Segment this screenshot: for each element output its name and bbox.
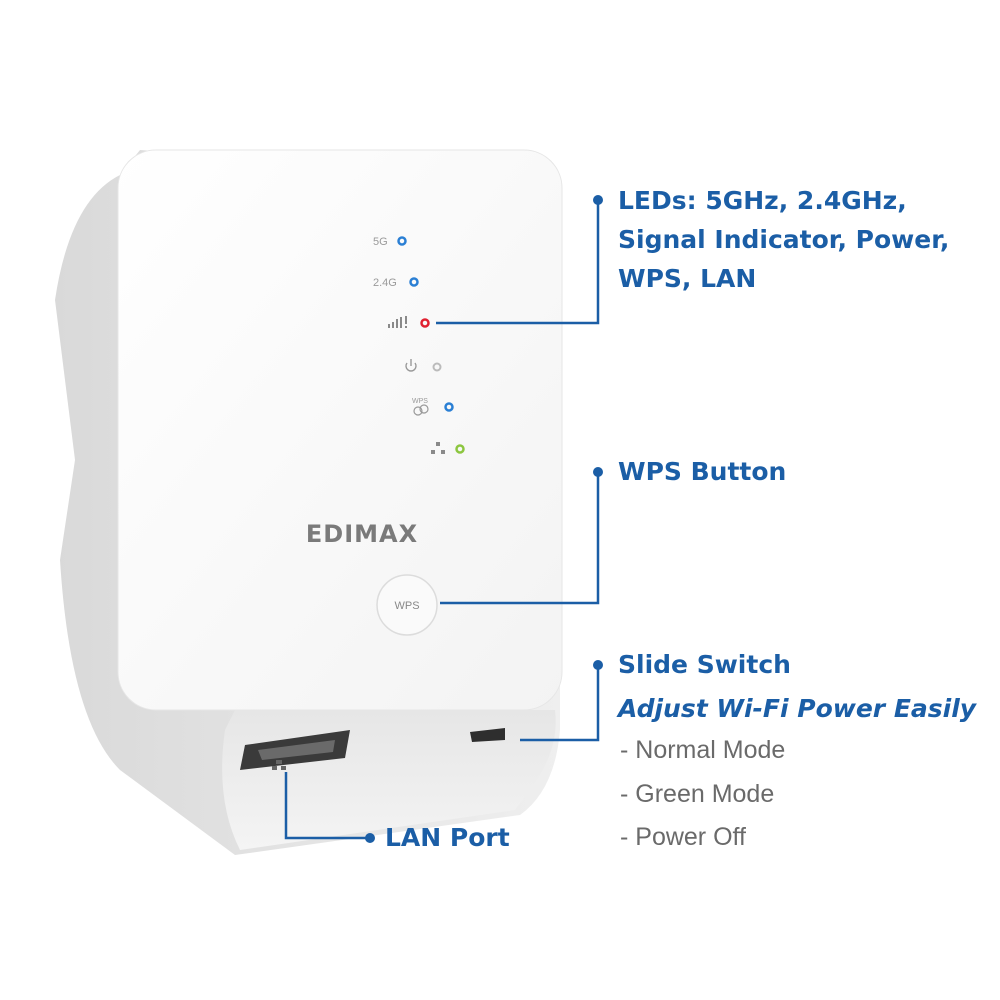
mode-power-off: - Power Off — [620, 823, 746, 851]
callout-slide-subtitle: Adjust Wi-Fi Power Easily — [618, 694, 977, 723]
callout-wps-button: WPS Button — [618, 457, 787, 486]
edimax-logo: EDIMAX — [306, 520, 418, 548]
led-2-4g — [409, 277, 419, 287]
wps-button-label: WPS — [394, 600, 419, 612]
callout-leds-line: LEDs: 5GHz, 2.4GHz, — [618, 186, 907, 215]
led-label-wps: WPS — [412, 398, 428, 405]
device-front — [117, 149, 563, 711]
callout-leds-line: Signal Indicator, Power, — [618, 225, 950, 254]
led-wps — [444, 402, 454, 412]
led-lan — [455, 444, 465, 454]
wps-button[interactable] — [376, 574, 438, 636]
power-icon — [405, 359, 417, 372]
wps-icon — [413, 404, 429, 416]
led-label-5g: 5G — [373, 236, 388, 248]
callout-dots — [365, 195, 603, 843]
led-5g — [397, 236, 407, 246]
callout-lan-port: LAN Port — [385, 823, 510, 852]
slide-switch — [470, 728, 505, 742]
lan-led-icon — [431, 442, 445, 454]
mode-normal: - Normal Mode — [620, 736, 786, 764]
led-power — [432, 362, 442, 372]
lan-icon — [272, 760, 286, 770]
callout-leds: LEDs: 5GHz, 2.4GHz, Signal Indicator, Po… — [618, 181, 949, 298]
signal-icon — [388, 316, 407, 328]
callout-slide-switch: Slide Switch — [618, 650, 791, 679]
led-signal — [420, 318, 430, 328]
led-label-2-4g: 2.4G — [373, 277, 397, 289]
callout-lines — [284, 200, 600, 840]
mode-green: - Green Mode — [620, 780, 775, 808]
callout-leds-line: WPS, LAN — [618, 264, 757, 293]
